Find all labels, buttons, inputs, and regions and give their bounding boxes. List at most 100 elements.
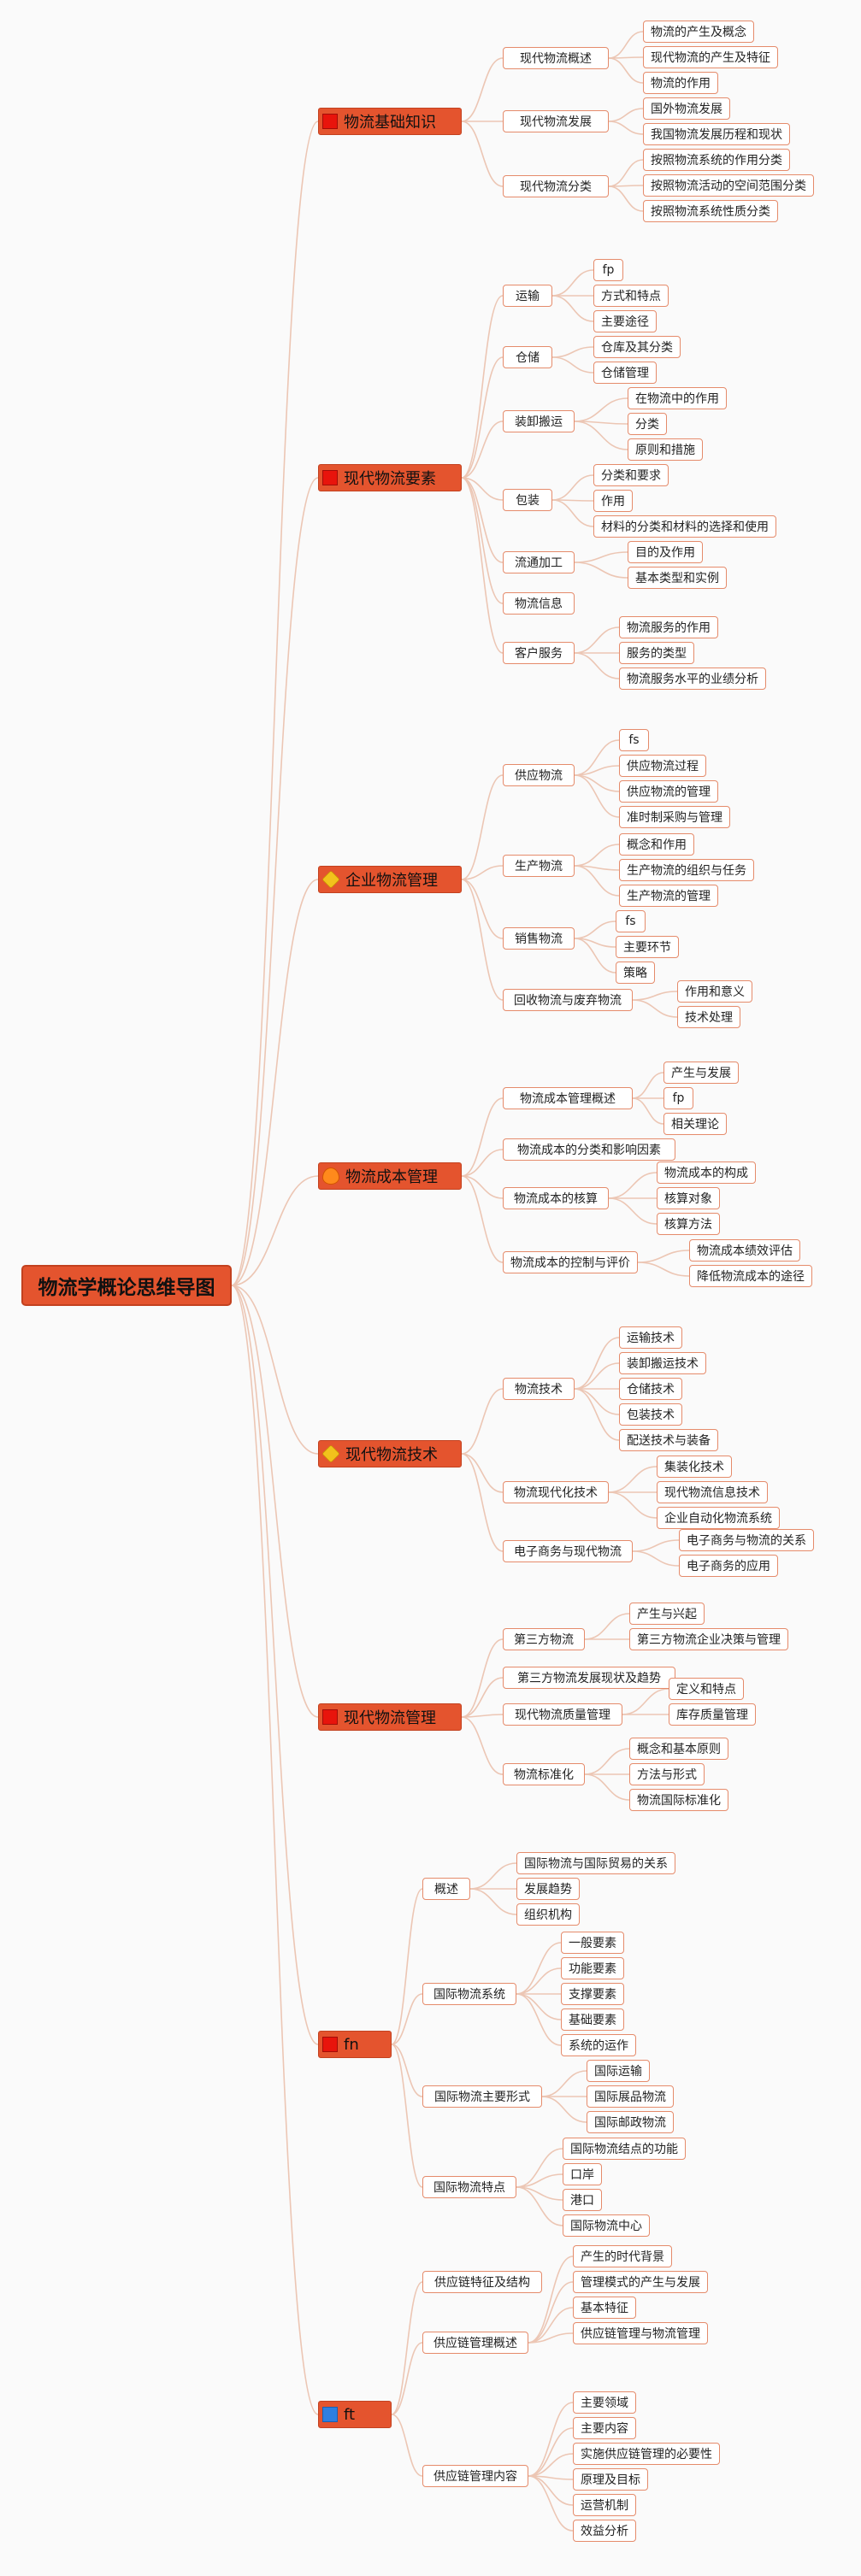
topic-node-3-1[interactable]: 物流成本的分类和影响因素 — [503, 1138, 675, 1161]
leaf-node-3-2-0[interactable]: 物流成本的构成 — [657, 1162, 756, 1184]
leaf-node-2-0-1[interactable]: 供应物流过程 — [619, 755, 706, 777]
leaf-node-4-0-0[interactable]: 运输技术 — [619, 1326, 682, 1349]
topic-node-1-3[interactable]: 包装 — [503, 489, 552, 511]
topic-node-4-0[interactable]: 物流技术 — [503, 1378, 575, 1400]
topic-node-2-3[interactable]: 回收物流与废弃物流 — [503, 989, 633, 1011]
leaf-node-0-0-1[interactable]: 现代物流的产生及特征 — [643, 46, 778, 68]
topic-node-7-1[interactable]: 供应链管理概述 — [422, 2332, 528, 2354]
leaf-node-0-0-2[interactable]: 物流的作用 — [643, 72, 718, 94]
branch-node-2[interactable]: 企业物流管理 — [318, 866, 462, 893]
leaf-node-2-2-2[interactable]: 策略 — [616, 962, 655, 984]
leaf-node-2-1-1[interactable]: 生产物流的组织与任务 — [619, 859, 754, 881]
leaf-node-5-0-1[interactable]: 第三方物流企业决策与管理 — [629, 1628, 788, 1650]
leaf-node-7-1-3[interactable]: 供应链管理与物流管理 — [573, 2322, 708, 2344]
branch-node-3[interactable]: 物流成本管理 — [318, 1162, 462, 1190]
leaf-node-6-1-4[interactable]: 系统的运作 — [561, 2034, 636, 2056]
topic-node-1-4[interactable]: 流通加工 — [503, 551, 575, 573]
topic-node-6-3[interactable]: 国际物流特点 — [422, 2176, 516, 2198]
topic-node-5-2[interactable]: 现代物流质量管理 — [503, 1703, 622, 1726]
leaf-node-6-0-2[interactable]: 组织机构 — [516, 1903, 580, 1926]
leaf-node-0-0-0[interactable]: 物流的产生及概念 — [643, 21, 754, 43]
leaf-node-2-1-0[interactable]: 概念和作用 — [619, 833, 694, 856]
leaf-node-1-6-1[interactable]: 服务的类型 — [619, 642, 694, 664]
branch-node-5[interactable]: 现代物流管理 — [318, 1703, 462, 1731]
branch-node-6[interactable]: fn — [318, 2031, 392, 2058]
topic-node-4-2[interactable]: 电子商务与现代物流 — [503, 1540, 633, 1562]
leaf-node-6-3-3[interactable]: 国际物流中心 — [563, 2214, 650, 2237]
topic-node-1-5[interactable]: 物流信息 — [503, 592, 575, 615]
topic-node-3-2[interactable]: 物流成本的核算 — [503, 1187, 609, 1209]
leaf-node-4-0-4[interactable]: 配送技术与装备 — [619, 1429, 718, 1451]
leaf-node-1-2-0[interactable]: 在物流中的作用 — [628, 387, 727, 409]
topic-node-5-3[interactable]: 物流标准化 — [503, 1763, 585, 1785]
branch-node-0[interactable]: 物流基础知识 — [318, 108, 462, 135]
topic-node-3-0[interactable]: 物流成本管理概述 — [503, 1087, 633, 1109]
leaf-node-1-3-1[interactable]: 作用 — [593, 490, 633, 512]
leaf-node-1-1-0[interactable]: 仓库及其分类 — [593, 336, 681, 358]
leaf-node-6-3-2[interactable]: 港口 — [563, 2189, 602, 2211]
leaf-node-1-3-2[interactable]: 材料的分类和材料的选择和使用 — [593, 515, 776, 538]
leaf-node-5-3-0[interactable]: 概念和基本原则 — [629, 1738, 728, 1760]
leaf-node-3-3-1[interactable]: 降低物流成本的途径 — [689, 1265, 812, 1287]
leaf-node-3-0-2[interactable]: 相关理论 — [663, 1113, 727, 1135]
leaf-node-2-0-2[interactable]: 供应物流的管理 — [619, 780, 718, 803]
leaf-node-6-1-0[interactable]: 一般要素 — [561, 1932, 624, 1954]
leaf-node-6-2-0[interactable]: 国际运输 — [587, 2060, 650, 2082]
topic-node-2-1[interactable]: 生产物流 — [503, 855, 575, 877]
leaf-node-3-2-1[interactable]: 核算对象 — [657, 1187, 720, 1209]
leaf-node-2-3-1[interactable]: 技术处理 — [677, 1006, 740, 1028]
topic-node-5-0[interactable]: 第三方物流 — [503, 1628, 585, 1650]
leaf-node-1-4-1[interactable]: 基本类型和实例 — [628, 567, 727, 589]
leaf-node-2-1-2[interactable]: 生产物流的管理 — [619, 885, 718, 907]
leaf-node-4-1-2[interactable]: 企业自动化物流系统 — [657, 1507, 780, 1529]
leaf-node-6-0-1[interactable]: 发展趋势 — [516, 1878, 580, 1900]
topic-node-0-1[interactable]: 现代物流发展 — [503, 110, 609, 132]
leaf-node-4-2-1[interactable]: 电子商务的应用 — [679, 1555, 778, 1577]
leaf-node-3-3-0[interactable]: 物流成本绩效评估 — [689, 1239, 800, 1262]
leaf-node-7-2-5[interactable]: 效益分析 — [573, 2520, 636, 2542]
branch-node-1[interactable]: 现代物流要素 — [318, 464, 462, 491]
leaf-node-5-2-0[interactable]: 定义和特点 — [669, 1678, 744, 1700]
leaf-node-1-0-0[interactable]: fp — [593, 259, 623, 281]
topic-node-6-1[interactable]: 国际物流系统 — [422, 1983, 516, 2005]
topic-node-2-2[interactable]: 销售物流 — [503, 927, 575, 950]
leaf-node-4-1-1[interactable]: 现代物流信息技术 — [657, 1481, 768, 1503]
leaf-node-6-2-1[interactable]: 国际展品物流 — [587, 2085, 674, 2108]
leaf-node-1-4-0[interactable]: 目的及作用 — [628, 541, 703, 563]
leaf-node-3-2-2[interactable]: 核算方法 — [657, 1213, 720, 1235]
leaf-node-6-1-2[interactable]: 支撑要素 — [561, 1983, 624, 2005]
leaf-node-0-2-0[interactable]: 按照物流系统的作用分类 — [643, 149, 790, 171]
leaf-node-6-2-2[interactable]: 国际邮政物流 — [587, 2111, 674, 2133]
topic-node-0-0[interactable]: 现代物流概述 — [503, 47, 609, 69]
leaf-node-1-2-1[interactable]: 分类 — [628, 413, 667, 435]
leaf-node-2-3-0[interactable]: 作用和意义 — [677, 980, 752, 1003]
topic-node-4-1[interactable]: 物流现代化技术 — [503, 1481, 609, 1503]
leaf-node-1-0-1[interactable]: 方式和特点 — [593, 285, 669, 307]
leaf-node-6-1-3[interactable]: 基础要素 — [561, 2008, 624, 2031]
leaf-node-4-2-0[interactable]: 电子商务与物流的关系 — [679, 1529, 814, 1551]
leaf-node-2-0-3[interactable]: 准时制采购与管理 — [619, 806, 730, 828]
topic-node-7-2[interactable]: 供应链管理内容 — [422, 2465, 528, 2487]
leaf-node-2-0-0[interactable]: fs — [619, 729, 649, 751]
leaf-node-4-0-1[interactable]: 装卸搬运技术 — [619, 1352, 706, 1374]
leaf-node-1-1-1[interactable]: 仓储管理 — [593, 362, 657, 384]
topic-node-1-6[interactable]: 客户服务 — [503, 642, 575, 664]
leaf-node-6-3-1[interactable]: 口岸 — [563, 2163, 602, 2185]
root-node[interactable]: 物流学概论思维导图 — [21, 1265, 232, 1306]
leaf-node-4-0-3[interactable]: 包装技术 — [619, 1403, 682, 1426]
leaf-node-1-6-0[interactable]: 物流服务的作用 — [619, 616, 718, 638]
leaf-node-5-3-2[interactable]: 物流国际标准化 — [629, 1789, 728, 1811]
leaf-node-5-2-1[interactable]: 库存质量管理 — [669, 1703, 756, 1726]
leaf-node-7-2-1[interactable]: 主要内容 — [573, 2417, 636, 2439]
leaf-node-6-1-1[interactable]: 功能要素 — [561, 1957, 624, 1979]
leaf-node-1-3-0[interactable]: 分类和要求 — [593, 464, 669, 486]
topic-node-7-0[interactable]: 供应链特征及结构 — [422, 2271, 542, 2293]
topic-node-0-2[interactable]: 现代物流分类 — [503, 175, 609, 197]
leaf-node-0-1-1[interactable]: 我国物流发展历程和现状 — [643, 123, 790, 145]
topic-node-1-0[interactable]: 运输 — [503, 285, 552, 307]
leaf-node-4-0-2[interactable]: 仓储技术 — [619, 1378, 682, 1400]
leaf-node-7-2-0[interactable]: 主要领域 — [573, 2391, 636, 2414]
leaf-node-7-1-1[interactable]: 管理模式的产生与发展 — [573, 2271, 708, 2293]
leaf-node-0-2-2[interactable]: 按照物流系统性质分类 — [643, 200, 778, 222]
branch-node-4[interactable]: 现代物流技术 — [318, 1440, 462, 1467]
